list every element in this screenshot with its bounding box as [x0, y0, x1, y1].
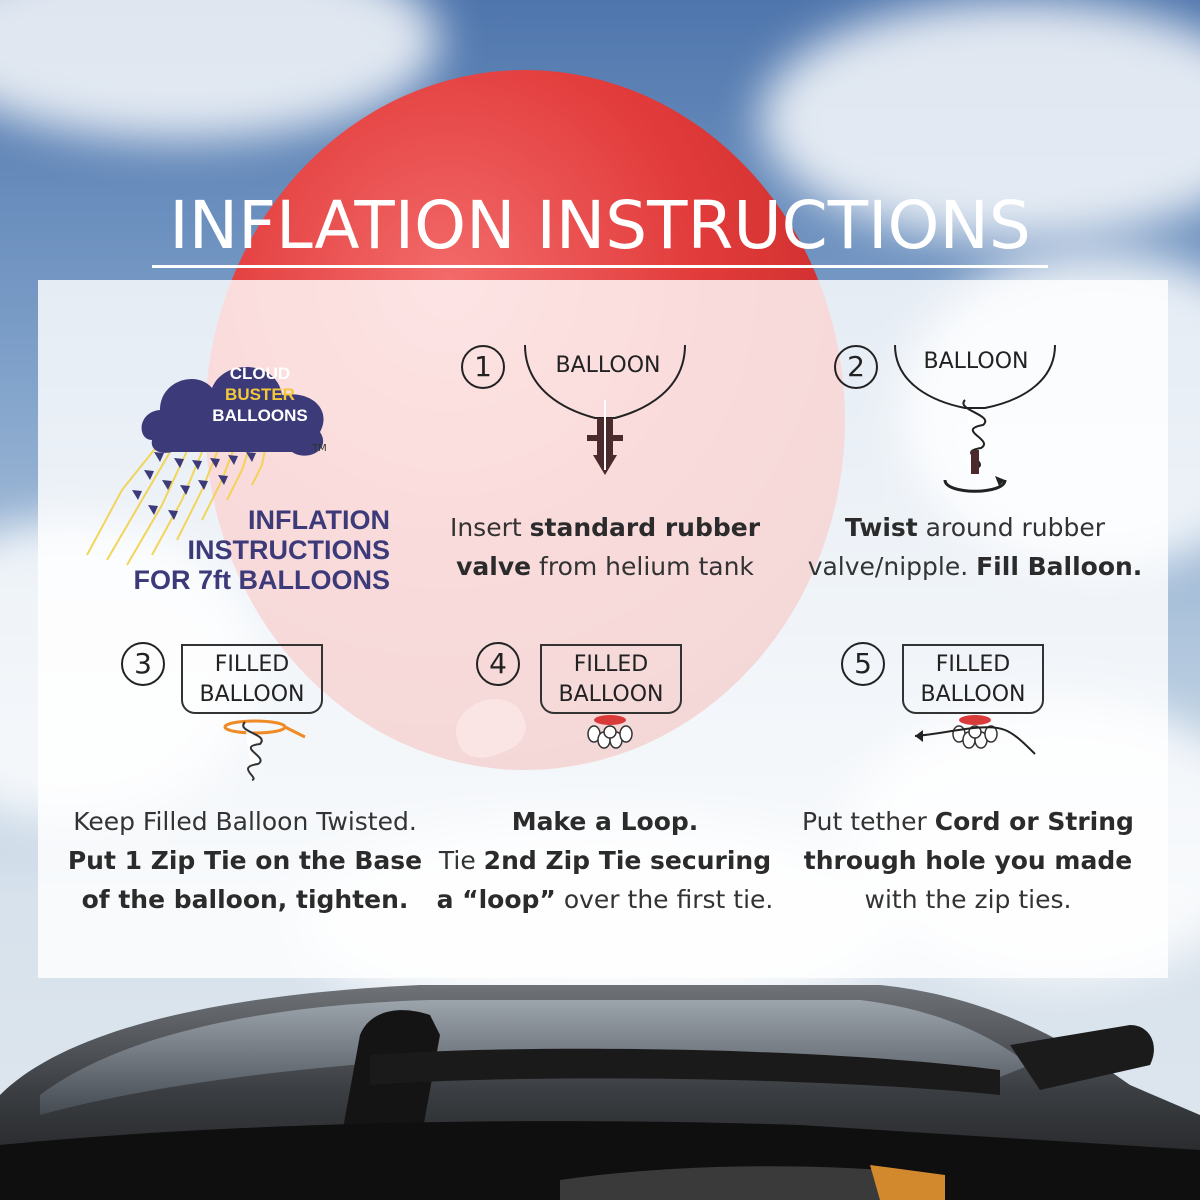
- logo-line-buster: BUSTER: [225, 385, 295, 404]
- logo-line-balloons: BALLOONS: [212, 406, 308, 425]
- step-3-number: 3: [121, 642, 165, 686]
- step-5-tether-diagram: [914, 715, 1036, 755]
- step-4-number: 4: [476, 642, 520, 686]
- step-1-diagram: [524, 344, 686, 475]
- logo-wordmark: CLOUD BUSTER BALLOONS: [190, 363, 330, 426]
- step-2-diagram: [894, 344, 1056, 493]
- trademark-mark: TM: [312, 443, 327, 454]
- logo-caption: INFLATION INSTRUCTIONS FOR 7ft BALLOONS: [133, 505, 391, 595]
- truck-image: [0, 985, 1200, 1200]
- step-3-diagram-label: FILLED BALLOON: [181, 644, 323, 714]
- step-2-diagram-label: BALLOON: [923, 349, 1029, 374]
- step-1-caption: Insert standard rubber valve from helium…: [449, 513, 761, 581]
- page-title: INFLATION INSTRUCTIONS: [152, 186, 1048, 268]
- step-4-caption: Make a Loop. Tie 2nd Zip Tie securing a …: [436, 807, 774, 914]
- cloud-buster-logo: [86, 367, 324, 566]
- step-2-caption: Twist around rubber valve/nipple. Fill B…: [807, 513, 1143, 581]
- step-3-caption: Keep Filled Balloon Twisted. Put 1 Zip T…: [67, 807, 423, 914]
- step-3-zip-tie-diagram: [223, 719, 306, 781]
- step-5-diagram-label: FILLED BALLOON: [902, 644, 1044, 714]
- step-5-number: 5: [841, 642, 885, 686]
- step-4-diagram-label: FILLED BALLOON: [540, 644, 682, 714]
- step-4-zip-tie-loop-diagram: [587, 715, 633, 749]
- step-2-number: 2: [834, 345, 878, 389]
- step-5-caption: Put tether Cord or String through hole y…: [802, 807, 1134, 914]
- step-1-diagram-label: BALLOON: [555, 353, 661, 378]
- logo-line-cloud: CLOUD: [229, 364, 291, 383]
- step-1-number: 1: [461, 345, 505, 389]
